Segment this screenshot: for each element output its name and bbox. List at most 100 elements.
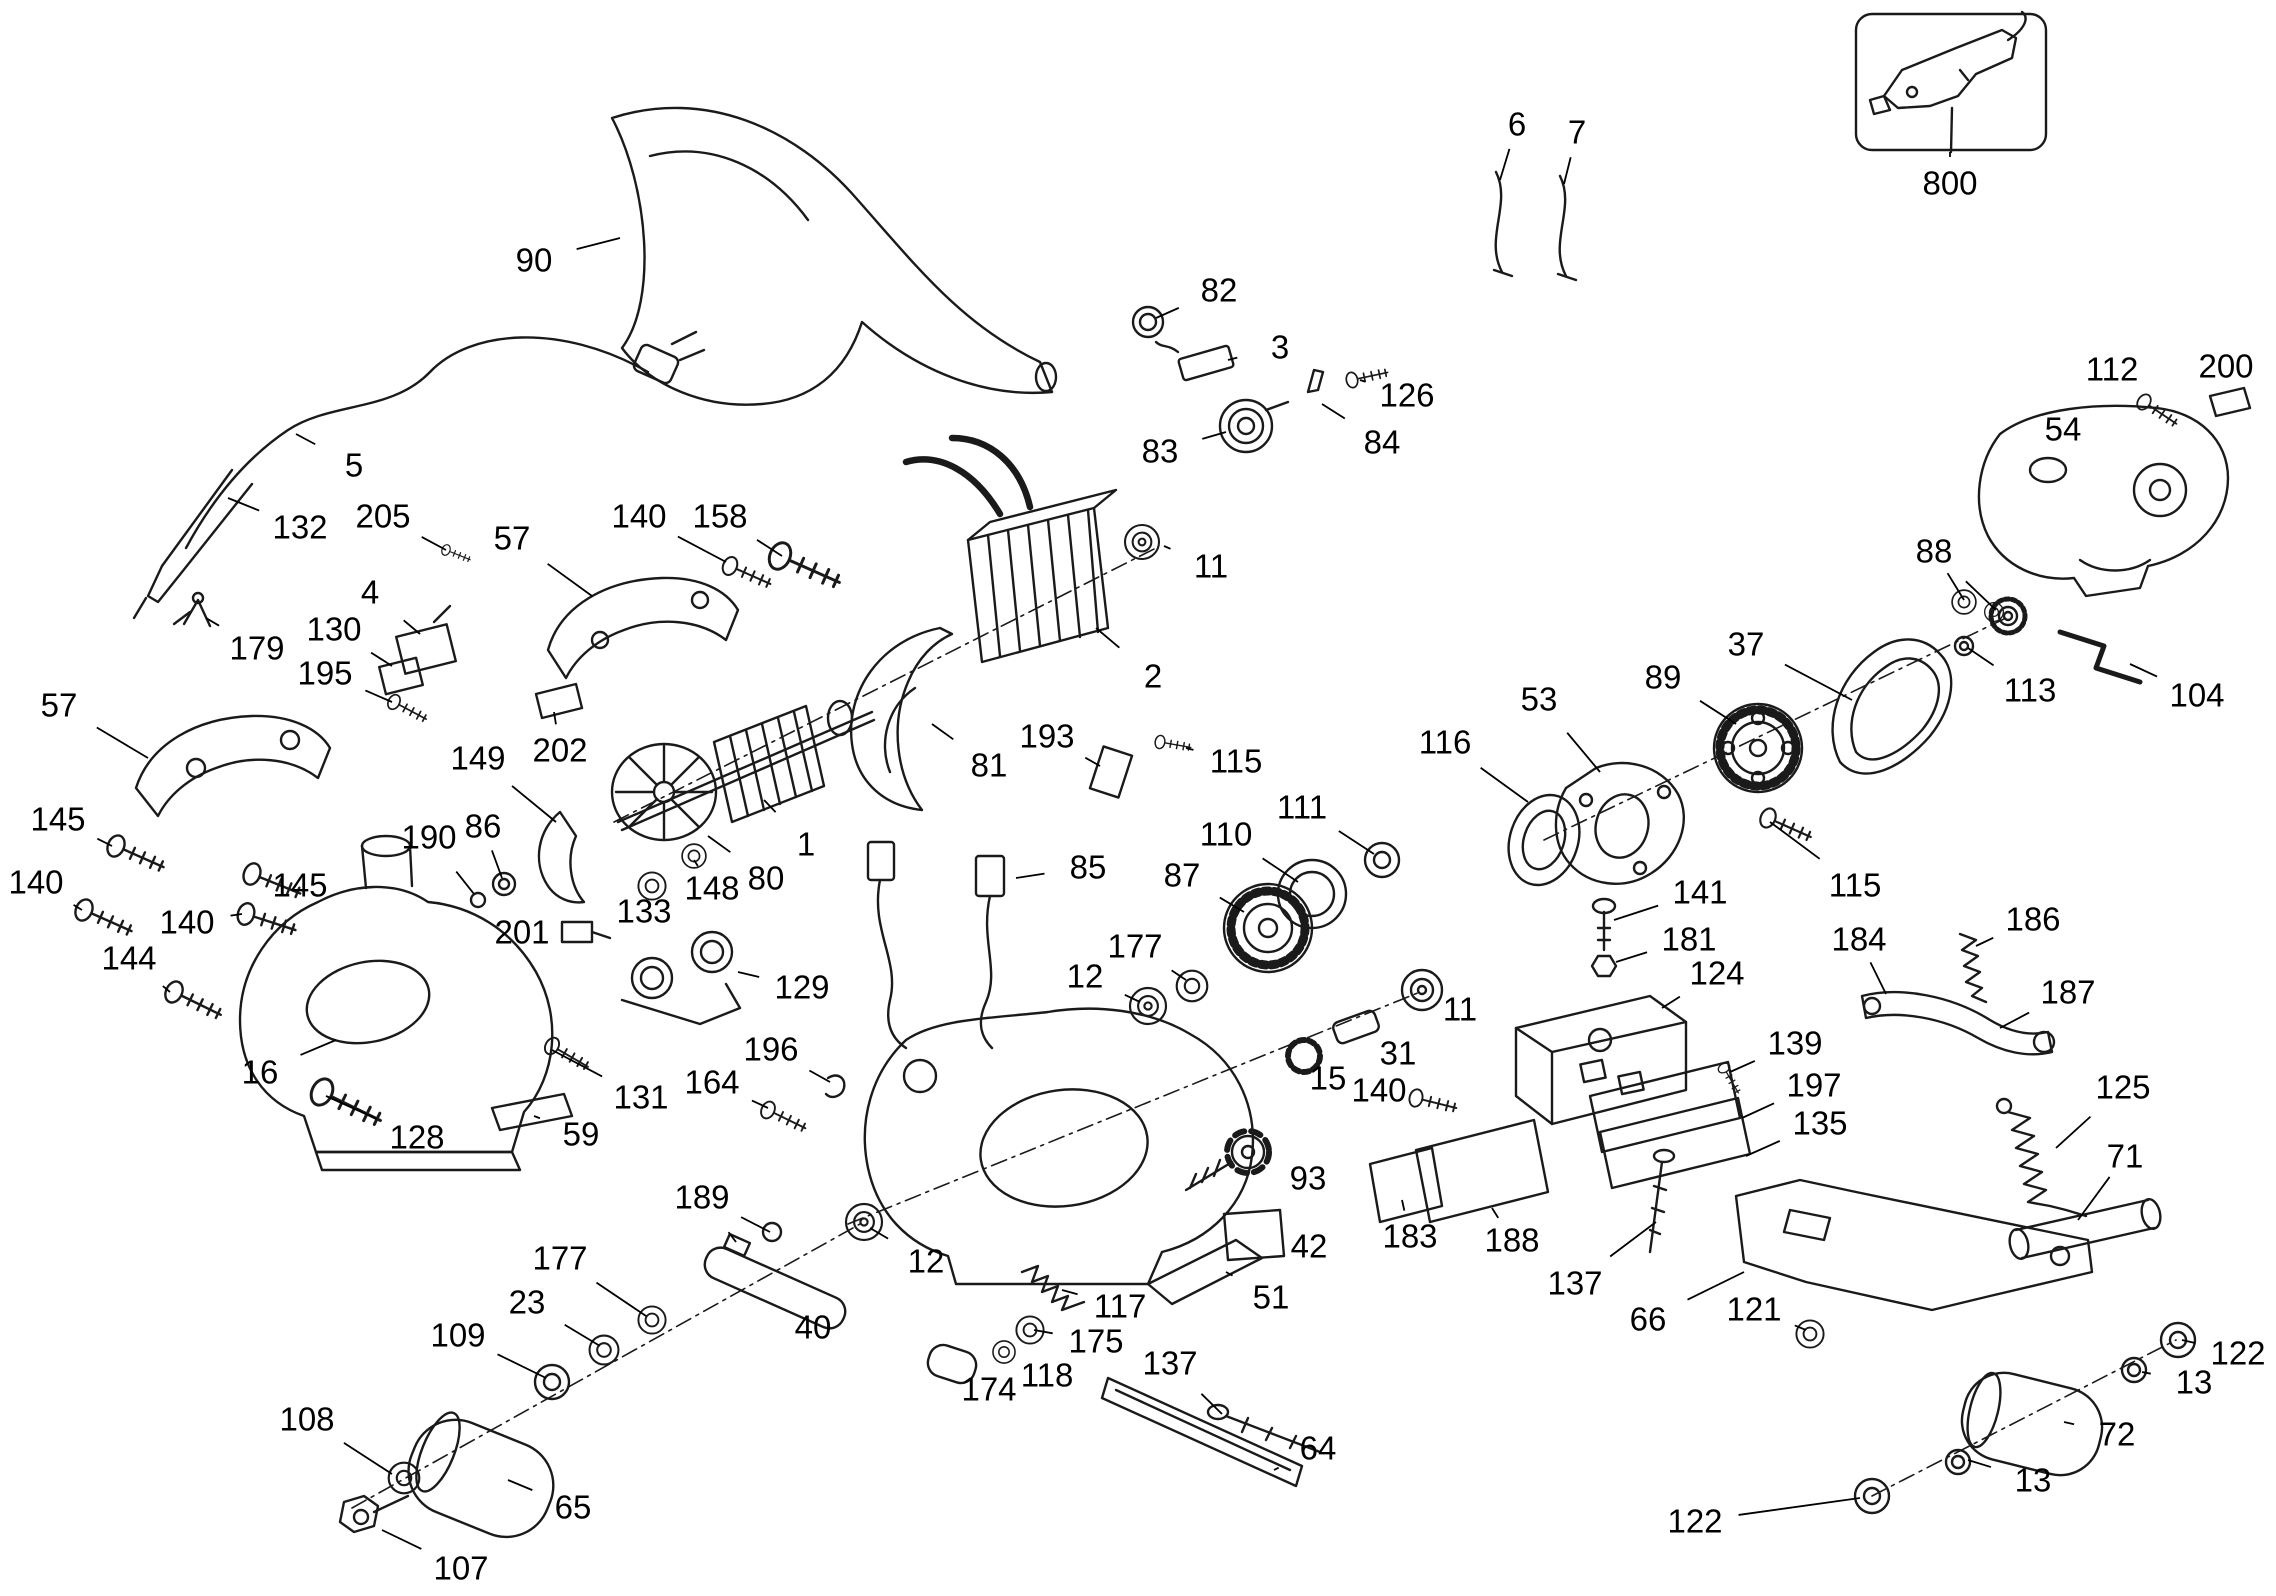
part-label-200: 200 xyxy=(2198,348,2253,385)
front-roller-art xyxy=(338,1202,884,1539)
dust-deflector-art xyxy=(610,106,1058,406)
leader-line xyxy=(751,1099,769,1109)
leader-line xyxy=(1975,937,1994,947)
part-label-40: 40 xyxy=(795,1309,832,1346)
part-label-59: 59 xyxy=(563,1116,600,1153)
base-bracket-art xyxy=(1734,1178,2094,1349)
leader-line xyxy=(1967,647,1995,667)
part-label-181: 181 xyxy=(1661,921,1716,958)
leader-line xyxy=(1499,148,1511,181)
leader-line xyxy=(491,850,503,879)
inset-complete-tool xyxy=(1854,10,2048,154)
platen-plates-art xyxy=(1368,1060,1752,1254)
lead-wires-art xyxy=(1492,170,1578,282)
leader-line xyxy=(1084,756,1101,767)
leader-line xyxy=(1185,747,1194,751)
housing-left-art xyxy=(238,834,846,1172)
leader-line xyxy=(595,1281,647,1317)
power-cord-art xyxy=(132,330,706,620)
leader-line xyxy=(1202,431,1227,440)
field-assembly-art xyxy=(902,434,1118,664)
part-label-82: 82 xyxy=(1201,272,1238,309)
part-label-115: 115 xyxy=(1210,743,1263,780)
rear-roller-art xyxy=(1853,1321,2197,1515)
leader-line xyxy=(295,433,316,446)
leader-line xyxy=(1321,403,1346,420)
part-label-3: 3 xyxy=(1271,329,1289,366)
part-label-175: 175 xyxy=(1068,1323,1123,1360)
leader-line xyxy=(227,497,260,512)
part-label-184: 184 xyxy=(1831,921,1886,958)
part-label-201: 201 xyxy=(494,914,549,951)
gear-case-art xyxy=(1507,589,2028,887)
part-label-158: 158 xyxy=(692,498,747,535)
leader-line xyxy=(96,726,149,759)
leader-line xyxy=(2077,1176,2111,1221)
part-label-31: 31 xyxy=(1380,1035,1417,1072)
part-label-145: 145 xyxy=(272,867,327,904)
leader-line xyxy=(230,913,243,917)
leader-line xyxy=(553,711,557,725)
leader-line xyxy=(1869,961,1887,995)
leader-line xyxy=(1741,1102,1775,1119)
carbon-brush-art xyxy=(1131,305,1391,454)
leader-line xyxy=(740,1216,771,1233)
leader-line xyxy=(756,539,783,557)
leader-line xyxy=(96,837,113,847)
leader-line xyxy=(1745,1140,1781,1157)
part-label-125: 125 xyxy=(2095,1069,2150,1106)
part-label-83: 83 xyxy=(1142,433,1179,470)
part-label-174: 174 xyxy=(961,1371,1016,1408)
top-screws-art xyxy=(718,537,847,597)
leader-line xyxy=(300,1039,337,1056)
part-label-5: 5 xyxy=(345,447,363,484)
part-label-117: 117 xyxy=(1094,1288,1147,1325)
idler-parts-art xyxy=(926,1264,1322,1488)
fan-art xyxy=(610,742,718,842)
part-label-129: 129 xyxy=(774,969,829,1006)
leader-line xyxy=(1401,1199,1406,1211)
part-label-205: 205 xyxy=(355,498,410,535)
part-label-122: 122 xyxy=(1667,1503,1722,1540)
part-label-124: 124 xyxy=(1689,955,1744,992)
part-label-137: 137 xyxy=(1547,1265,1602,1302)
part-label-196: 196 xyxy=(743,1031,798,1068)
part-label-11: 11 xyxy=(1443,991,1477,1028)
leader-line xyxy=(205,617,220,627)
leader-line xyxy=(2181,1339,2196,1344)
part-label-57: 57 xyxy=(41,687,78,724)
part-label-121: 121 xyxy=(1726,1291,1781,1328)
part-label-87: 87 xyxy=(1164,857,1201,894)
leader-line xyxy=(1163,545,1171,550)
leader-line xyxy=(1338,830,1375,855)
leader-line xyxy=(325,1095,378,1120)
terminal-art xyxy=(172,591,212,628)
part-label-109: 109 xyxy=(430,1317,485,1354)
part-label-12: 12 xyxy=(908,1243,945,1280)
part-label-6: 6 xyxy=(1508,106,1526,143)
part-label-4: 4 xyxy=(361,574,379,611)
leader-line xyxy=(1967,1459,1992,1468)
leader-line xyxy=(1015,872,1045,879)
part-label-111: 111 xyxy=(1277,789,1327,826)
leader-line xyxy=(1609,1221,1657,1258)
part-label-118: 118 xyxy=(1021,1357,1074,1394)
leader-line xyxy=(1491,1207,1499,1219)
switch-art xyxy=(377,542,473,727)
part-label-141: 141 xyxy=(1672,874,1727,911)
leader-line xyxy=(707,835,731,853)
guard-left-art xyxy=(134,714,332,818)
diagram-artwork xyxy=(71,10,2252,1539)
part-label-65: 65 xyxy=(555,1489,592,1526)
leader-line xyxy=(1729,1060,1756,1073)
part-label-140: 140 xyxy=(8,864,63,901)
part-label-88: 88 xyxy=(1916,533,1953,570)
leader-line xyxy=(727,1231,737,1243)
leader-line xyxy=(693,859,699,867)
leader-line xyxy=(1566,732,1601,773)
part-label-140: 140 xyxy=(611,498,666,535)
end-cover-art xyxy=(1977,386,2252,685)
leader-line xyxy=(1738,1497,1861,1516)
